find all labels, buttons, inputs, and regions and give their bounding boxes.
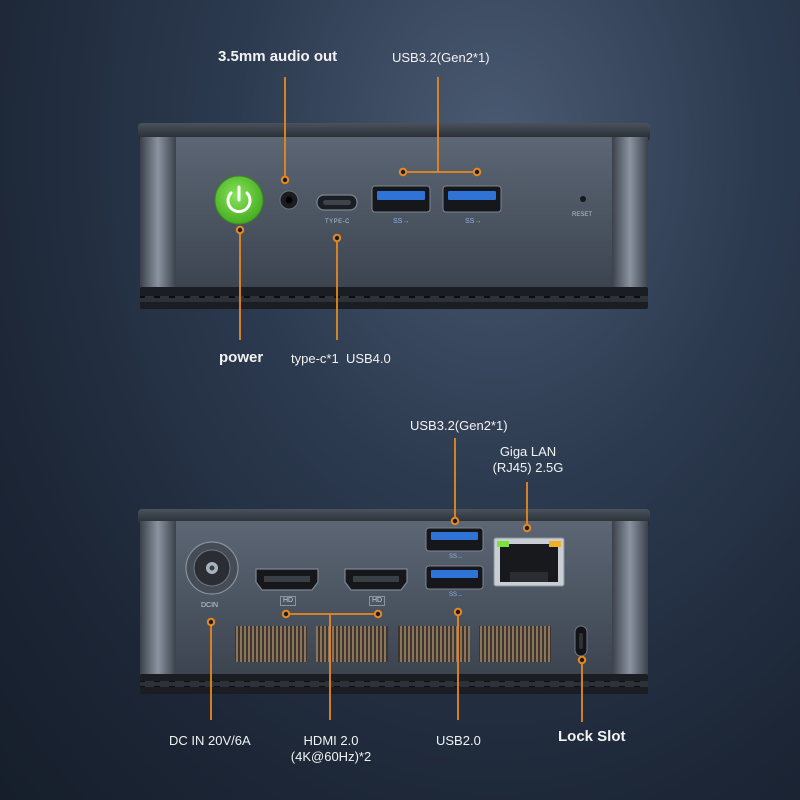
usb-ss-mark-front-2: SS→ <box>465 218 482 225</box>
label-giga-lan-line1: Giga LAN <box>499 444 557 459</box>
dcin-mark: DCIN <box>201 602 219 609</box>
usb-a-port-front-2 <box>442 185 502 213</box>
label-usb20: USB2.0 <box>436 733 481 748</box>
label-audio-out: 3.5mm audio out <box>218 48 338 65</box>
reset-pinhole <box>580 196 586 202</box>
hdmi-mark-1: HD <box>280 596 297 606</box>
usb-ss-mark-rear-1: SS→ <box>449 554 464 560</box>
label-typec-part2: USB4.0 <box>345 351 391 366</box>
vent-grilles <box>235 626 551 662</box>
callout-lines <box>210 77 583 722</box>
hdmi-port-1 <box>255 568 319 591</box>
label-usb32-front: USB3.2(Gen2*1) <box>392 50 490 65</box>
dc-in-jack <box>185 541 239 595</box>
audio-jack <box>279 190 299 210</box>
typec-mark: TYPE-C <box>325 219 351 225</box>
lan-led-amber <box>549 541 561 547</box>
usb-a-port-rear-2 <box>425 565 484 590</box>
label-giga-lan-line2: (RJ45) 2.5G <box>492 460 564 475</box>
label-typec-part1: type-c*1 <box>291 351 339 366</box>
lock-slot <box>574 625 588 657</box>
callout-dots <box>206 167 587 665</box>
label-typec: type-c*1 USB4.0 <box>291 351 391 367</box>
reset-mark: RESET <box>572 212 593 218</box>
usb-ss-mark-rear-2: SS→ <box>449 592 464 598</box>
usb-c-port <box>316 194 358 211</box>
label-giga-lan: Giga LAN (RJ45) 2.5G <box>486 444 570 476</box>
label-dc-in: DC IN 20V/6A <box>169 733 251 748</box>
usb-ss-mark-front-1: SS→ <box>393 218 410 225</box>
hdmi-port-2 <box>344 568 408 591</box>
hdmi-mark-2: HD <box>369 596 386 606</box>
label-hdmi-line2: (4K@60Hz)*2 <box>290 749 372 764</box>
label-lock-slot: Lock Slot <box>558 728 626 745</box>
rj45-lan-port <box>493 537 565 587</box>
lan-led-green <box>497 541 509 547</box>
label-usb32-rear: USB3.2(Gen2*1) <box>410 418 508 433</box>
usb-a-port-rear-1 <box>425 527 484 552</box>
label-power: power <box>219 349 264 366</box>
label-hdmi: HDMI 2.0 (4K@60Hz)*2 <box>287 733 375 765</box>
power-button[interactable] <box>214 175 264 225</box>
label-hdmi-line1: HDMI 2.0 <box>303 733 359 748</box>
usb-a-port-front-1 <box>371 185 431 213</box>
